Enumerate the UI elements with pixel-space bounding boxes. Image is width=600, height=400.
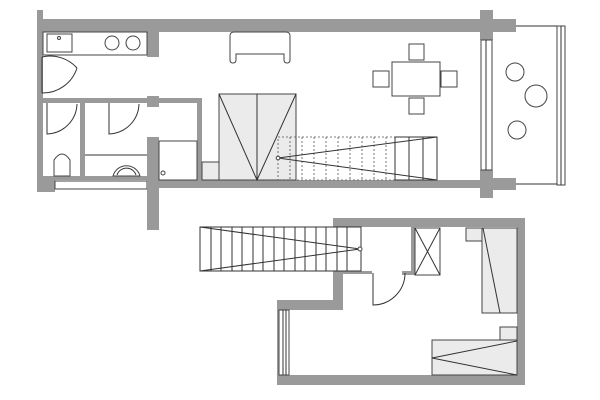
toilet-icon [53, 153, 71, 177]
bathroom-floor-wall [42, 176, 147, 180]
lower-step-wall [277, 300, 343, 310]
right-pillar-bottom [480, 170, 493, 198]
stair-start-icon [275, 155, 281, 161]
dining-table [391, 61, 441, 97]
stair-direction [199, 226, 361, 272]
bathroom-pillar [147, 96, 159, 107]
chair-icon [408, 43, 425, 61]
balcony-chair-icon [505, 62, 525, 82]
storage-diagonal [482, 227, 501, 314]
shaft-cross-icon [414, 227, 441, 276]
chair-icon [372, 70, 390, 88]
balcony-wall-top [493, 19, 516, 32]
wc-door [46, 103, 78, 135]
small-box [499, 326, 518, 341]
balcony-rail [516, 25, 557, 185]
balcony-table-icon [524, 84, 548, 108]
bottom-window [54, 180, 148, 190]
chair-icon [440, 70, 458, 88]
lower-window [278, 309, 290, 376]
chair-icon [408, 97, 425, 115]
lower-right-wall [517, 218, 525, 385]
right-pillar-top [480, 10, 493, 40]
upper-floor [37, 10, 566, 230]
shaft-wall [411, 227, 415, 275]
left-wall [37, 10, 43, 190]
stair-treads [408, 137, 424, 180]
lower-partition-right [402, 271, 415, 275]
upper-staircase [275, 136, 438, 181]
bathroom-right-wall [197, 98, 202, 180]
bath-door [108, 103, 140, 135]
corner-wall [37, 177, 55, 192]
burner-icon [125, 35, 141, 51]
lower-top-wall [333, 218, 525, 227]
top-wall [38, 19, 480, 32]
lower-staircase [199, 226, 363, 272]
stair-treads [210, 227, 348, 271]
void-marks [218, 93, 297, 182]
entry-door [41, 55, 78, 94]
burner-icon [104, 35, 120, 51]
bottom-wall [147, 180, 480, 188]
lower-step-wall-vertical [333, 271, 343, 310]
balcony-chair-icon [507, 120, 527, 140]
drain-icon [160, 170, 166, 176]
small-box [465, 227, 483, 242]
kitchen-wall-stub [147, 32, 159, 57]
pillar [147, 137, 159, 230]
lower-bottom-wall [277, 375, 525, 385]
window-panes [282, 310, 287, 375]
stair-solid [394, 136, 438, 181]
stair-treads-dashed [289, 137, 387, 180]
stair-end-icon [357, 246, 363, 252]
washbasin-icon [112, 165, 141, 177]
lower-partition [343, 271, 372, 274]
faucet-icon [57, 36, 61, 40]
lower-door [372, 272, 406, 306]
bed-marks [431, 340, 518, 376]
balcony-wall-bottom [493, 178, 516, 190]
bed-unit [431, 339, 518, 376]
washbasin-bowl [116, 167, 137, 176]
lower-floor [199, 218, 525, 385]
sink-icon [46, 33, 73, 53]
storage-unit [481, 227, 518, 314]
sofa-icon [229, 31, 291, 64]
bathroom-partition [80, 98, 85, 178]
step-box [201, 161, 220, 181]
bathroom-wall [42, 98, 202, 103]
